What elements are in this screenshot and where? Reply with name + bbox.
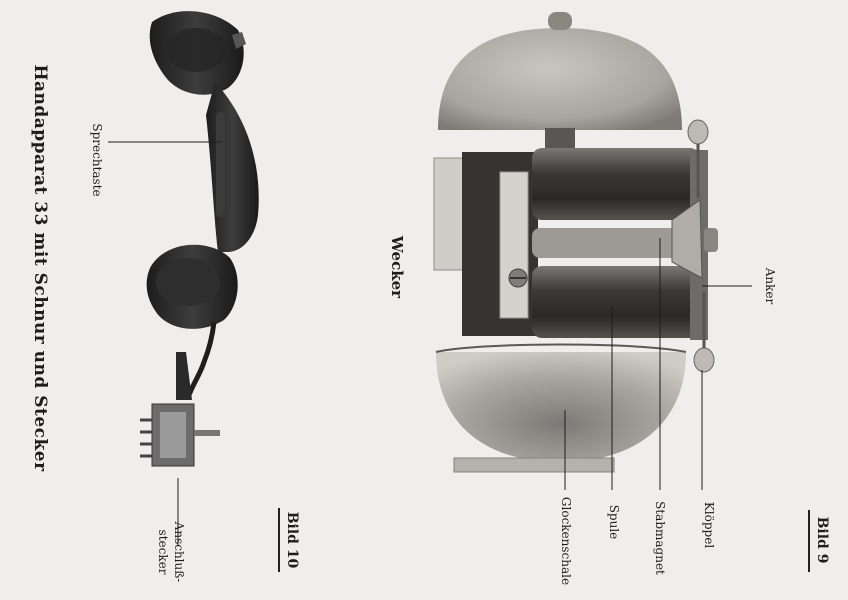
label-glockenschale: Glockenschale bbox=[559, 496, 573, 586]
handset-image bbox=[140, 11, 259, 467]
label-spule: Spule bbox=[607, 504, 621, 540]
leader-lines bbox=[108, 141, 752, 545]
label-kloeppel: Klöppel bbox=[702, 501, 716, 549]
bell-image bbox=[433, 12, 718, 473]
bild10-rule bbox=[278, 508, 280, 572]
figure10-title: Handapparat 33 mit Schnur und Stecker bbox=[30, 64, 50, 472]
label-anschlussstecker-line1: Anschluß- bbox=[172, 521, 186, 583]
bild9-caption: Bild 9 bbox=[814, 516, 830, 564]
label-anker: Anker bbox=[763, 267, 777, 305]
bild9-rule bbox=[808, 510, 810, 572]
label-anschlussstecker-line2: stecker bbox=[156, 529, 170, 575]
label-sprechtaste: Sprechtaste bbox=[90, 123, 104, 197]
bild10-caption: Bild 10 bbox=[284, 511, 300, 569]
label-stabmagnet: Stabmagnet bbox=[653, 501, 667, 575]
figure9-title: Wecker bbox=[388, 235, 406, 299]
